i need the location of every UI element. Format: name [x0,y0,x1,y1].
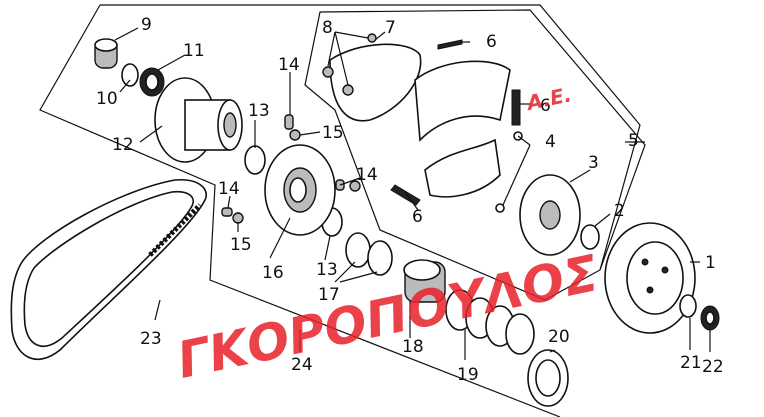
o-ring-17-a [345,232,371,268]
driven-face-12 [154,77,243,163]
callout-23: 23 [140,329,162,349]
roller-15-mid [349,180,361,192]
callout-7: 7 [385,18,396,38]
movable-driven-face-16 [264,144,336,236]
spring-6-bottom [390,184,421,206]
callout-19: 19 [457,365,479,385]
guide-pin-14-top [284,114,294,130]
clutch-outer-1 [604,222,696,334]
callout-8: 8 [322,18,333,38]
callout-2: 2 [614,201,625,221]
callout-11: 11 [183,41,205,61]
callout-14-mid: 14 [356,165,378,185]
washer-21 [679,294,697,318]
callout-20: 20 [548,327,570,347]
callout-13-top: 13 [248,101,270,121]
callout-6-top: 6 [486,32,497,52]
clutch-shoes [414,60,511,198]
oil-seal-13-top [244,145,266,175]
spring-19 [445,289,535,355]
callout-4: 4 [545,132,556,152]
callout-15-left: 15 [230,235,252,255]
callout-22: 22 [702,357,724,377]
nut-22 [700,305,720,331]
callout-16: 16 [262,263,284,283]
callout-15-top: 15 [322,123,344,143]
washer-4-b [495,203,505,213]
watermark-suffix: A.E. [523,82,574,115]
callout-14-left: 14 [218,179,240,199]
bushing-9 [94,38,118,69]
spring-6-top [437,39,463,50]
nut-2 [580,224,600,250]
callout-9: 9 [141,15,152,35]
callout-6-bottom: 6 [412,207,423,227]
callout-24: 24 [291,355,313,375]
callout-5: 5 [628,131,639,151]
spring-seat-20 [527,349,569,407]
guide-pin-14-left [221,207,233,217]
callout-21: 21 [680,353,702,373]
roller-15-left [232,212,244,224]
callout-10: 10 [96,89,118,109]
o-ring-17-b [367,240,393,276]
callout-6-right: 6 [540,96,551,116]
callout-13-bottom: 13 [316,260,338,280]
callout-17: 17 [318,285,340,305]
leader-lines [114,27,711,360]
roller-15-top [289,129,301,141]
spring-6-right [511,89,521,126]
drive-plate-3 [519,174,581,256]
bearing-11 [139,67,165,97]
collar-18 [403,259,446,303]
callout-12: 12 [112,135,134,155]
callout-1: 1 [705,253,716,273]
callout-3: 3 [588,153,599,173]
bolt-8-a [322,66,334,78]
callout-18: 18 [402,337,424,357]
bolt-8-b [342,84,354,96]
drive-belt [10,179,207,361]
clutch-plate-7 [329,43,422,122]
assembly-outline-24 [39,4,561,417]
callout-14-top: 14 [278,55,300,75]
bolt-8-c [367,33,377,43]
assembly-outline-24-top [100,4,641,271]
oil-seal-10 [121,63,139,87]
clutch-subassembly-outline-5 [304,9,646,301]
